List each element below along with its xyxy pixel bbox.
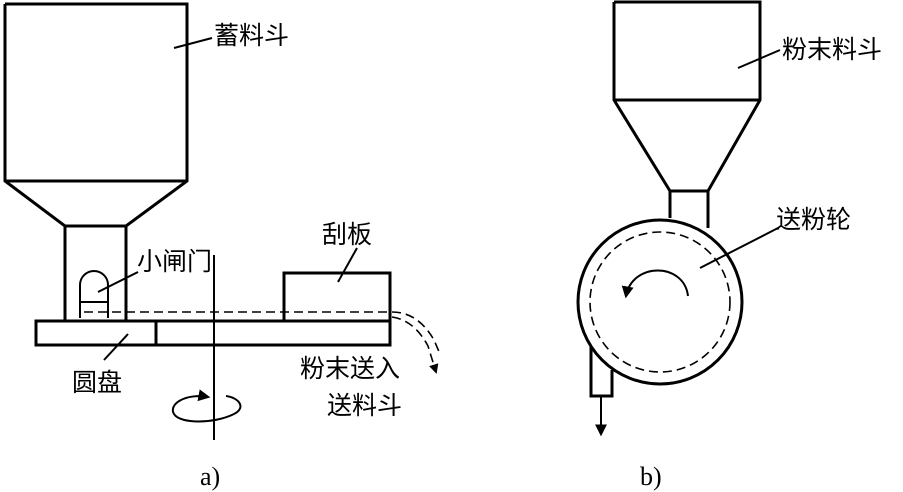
- feed-wheel-dashed: [589, 231, 731, 373]
- leader-scraper: [337, 247, 358, 283]
- wheel-rotation-arrow: [621, 269, 689, 299]
- caption-a: a): [200, 462, 220, 491]
- label-small-gate: 小闸门: [137, 247, 212, 276]
- leader-powder-hopper: [737, 49, 781, 69]
- label-powder-line2: 送料斗: [327, 391, 402, 420]
- label-powder-line1: 粉末送入: [300, 354, 400, 383]
- rotation-arrow: [171, 389, 242, 423]
- powder-flow-path: [84, 311, 441, 355]
- label-feed-wheel: 送粉轮: [776, 205, 851, 234]
- label-scraper: 刮板: [322, 220, 372, 249]
- label-powder-hopper: 粉末料斗: [782, 35, 882, 64]
- scraper: [282, 271, 392, 323]
- caption-b: b): [640, 462, 662, 491]
- small-gate: [79, 270, 109, 318]
- label-storage-hopper: 蓄料斗: [214, 21, 289, 50]
- figure-a: 蓄料斗 小闸门 刮板 圆盘 粉末送入 送料斗 a): [3, 2, 441, 491]
- storage-hopper: [3, 2, 189, 321]
- leader-hopper: [173, 37, 213, 49]
- leader-disc: [103, 333, 129, 361]
- leader-gate: [97, 271, 139, 293]
- figure-b: 粉末料斗 送粉轮 b): [576, 0, 882, 491]
- label-disc: 圆盘: [72, 368, 122, 397]
- outlet-tube: [589, 346, 614, 398]
- powder-flow-path-2: [391, 316, 439, 374]
- leader-feed-wheel: [699, 227, 779, 269]
- feed-wheel: [576, 218, 744, 386]
- powder-hopper: [612, 0, 762, 228]
